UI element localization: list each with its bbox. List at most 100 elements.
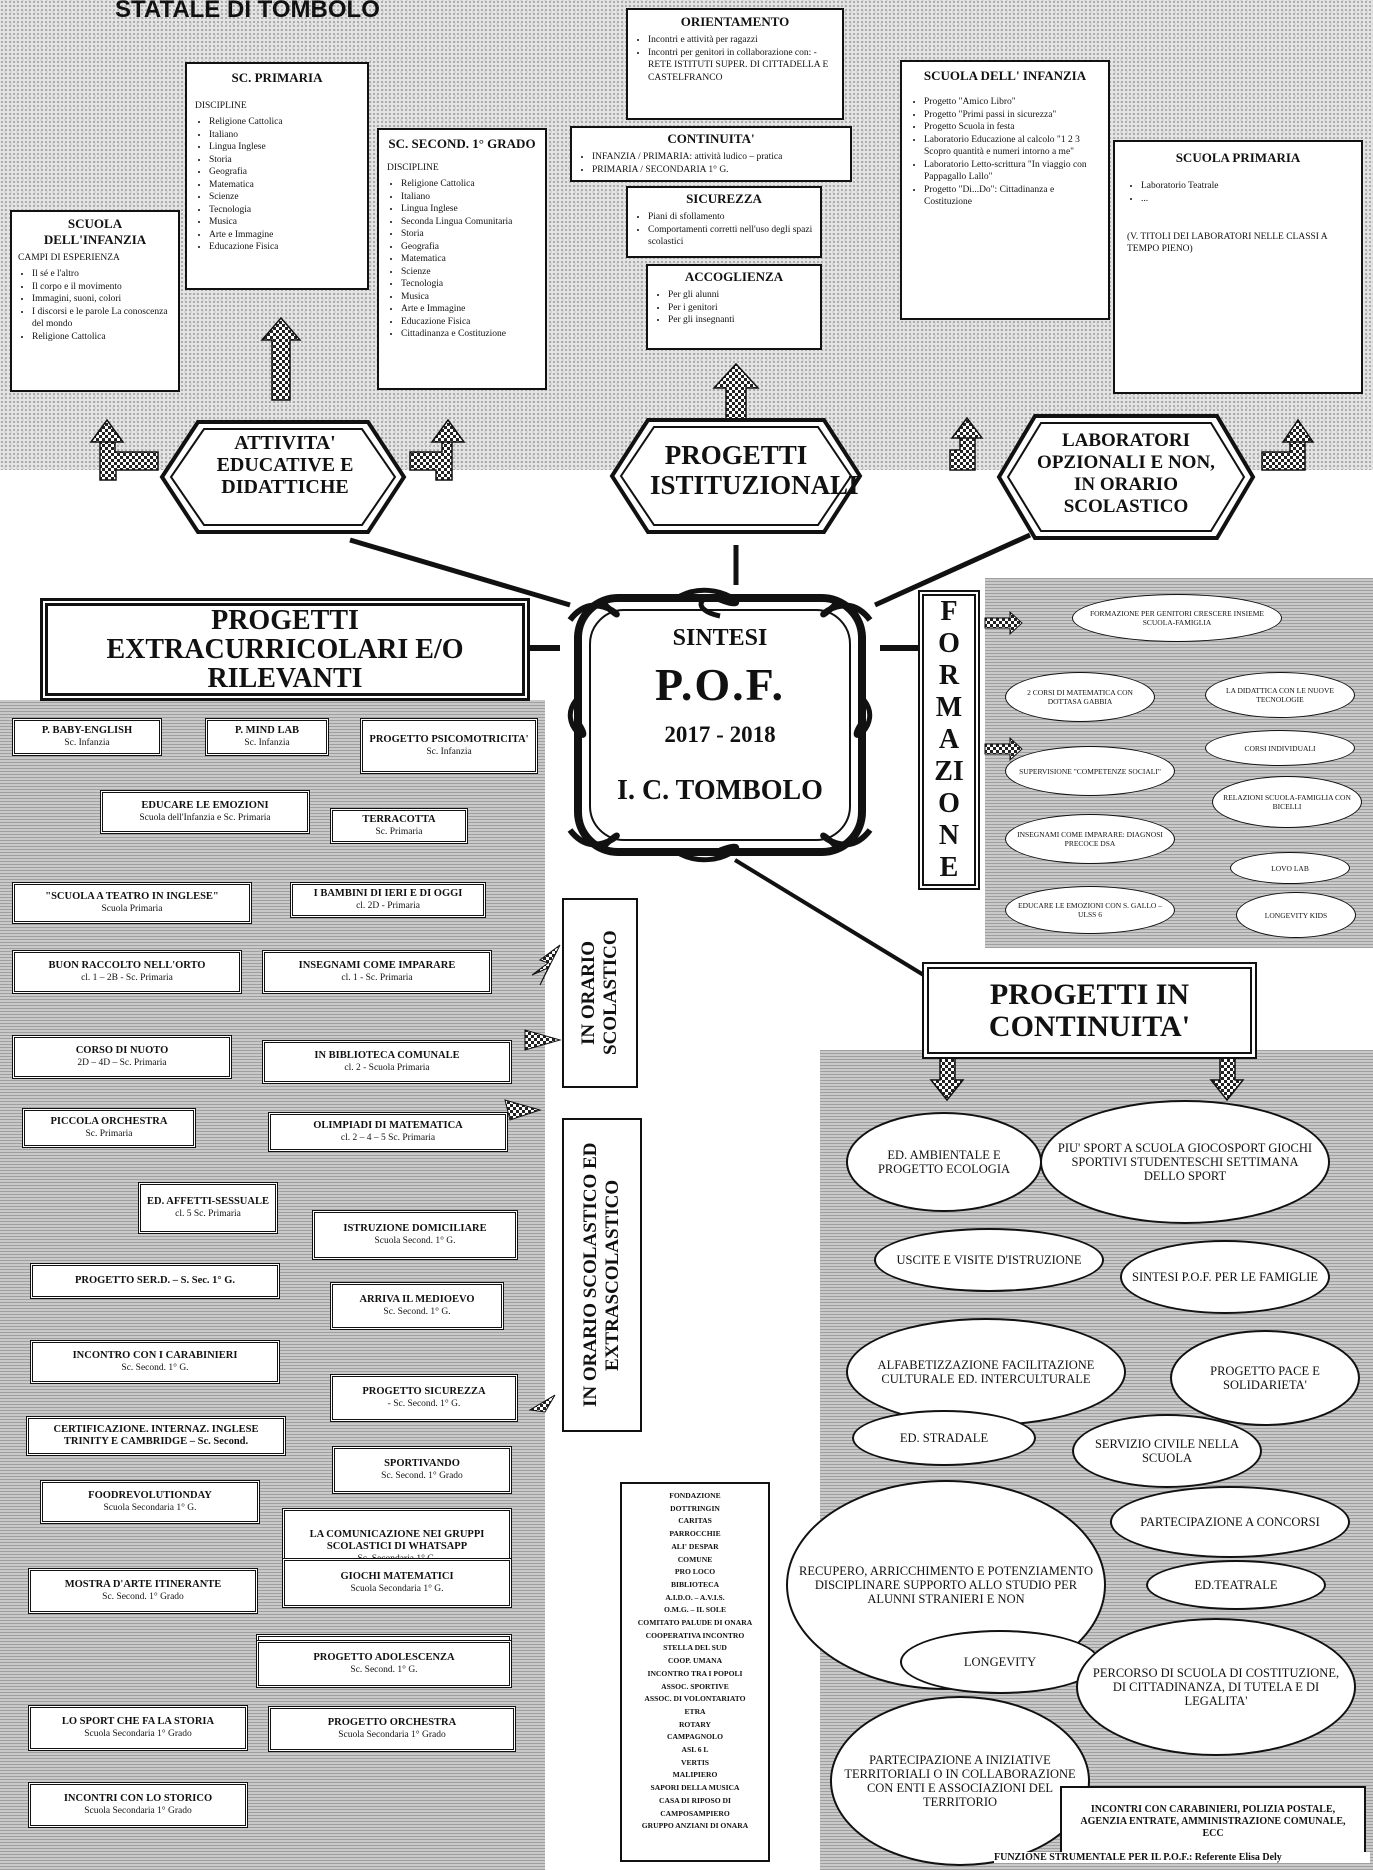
in-orario-label: IN ORARIO SCOLASTICO bbox=[578, 930, 621, 1056]
project-name: P. MIND LAB bbox=[234, 725, 300, 736]
formazione-label: FORMAZIONE bbox=[934, 596, 964, 883]
block-title: SCUOLA PRIMARIA bbox=[1175, 150, 1301, 165]
project-name: CORSO DI NUOTO bbox=[75, 1045, 169, 1056]
orientamento-box: ORIENTAMENTO Incontri e attività per rag… bbox=[626, 8, 844, 120]
list-item: Geografia bbox=[209, 166, 359, 179]
list-item: Religione Cattolica bbox=[209, 116, 359, 129]
project-school: Scuola Secondaria 1° Grado bbox=[84, 1806, 192, 1816]
formazione-item: EDUCARE LE EMOZIONI CON S. GALLO – ULSS … bbox=[1005, 886, 1175, 934]
list-item: Storia bbox=[209, 154, 359, 167]
project-school: cl. 1 – 2B - Sc. Primaria bbox=[81, 973, 173, 983]
center-sintesi: SINTESI bbox=[672, 625, 768, 651]
list-item: ... bbox=[1141, 193, 1349, 206]
list-item: Educazione Fisica bbox=[401, 316, 537, 329]
list-item: Italiano bbox=[401, 191, 537, 204]
project-school: cl. 5 Sc. Primaria bbox=[175, 1209, 241, 1219]
project-name: ARRIVA IL MEDIOEVO bbox=[359, 1294, 475, 1305]
project-school: cl. 2 – 4 – 5 Sc. Primaria bbox=[340, 1133, 436, 1143]
continuita-item: PARTECIPAZIONE A INIZIATIVE TERRITORIALI… bbox=[830, 1696, 1090, 1866]
ente-item: COMITATO PALUDE DI ONARA bbox=[637, 1618, 753, 1628]
list-item: Scienze bbox=[401, 266, 537, 279]
project-school: Sc. Second. 1° Grado bbox=[102, 1592, 184, 1602]
continuita-item: USCITE E VISITE D'ISTRUZIONE bbox=[874, 1228, 1104, 1292]
continuita-item: SINTESI P.O.F. PER LE FAMIGLIE bbox=[1120, 1240, 1330, 1314]
list-item: PRIMARIA / SECONDARIA 1° G. bbox=[592, 164, 844, 177]
list-item: Il corpo e il movimento bbox=[32, 281, 172, 294]
list-item: Italiano bbox=[209, 129, 359, 142]
project-name: INCONTRI CON LO STORICO bbox=[63, 1793, 213, 1804]
ente-item: COOPERATIVA INCONTRO bbox=[645, 1630, 745, 1640]
ente-item: ROTARY bbox=[678, 1719, 712, 1729]
project-name: PROGETTO SER.D. – S. Sec. 1° G. bbox=[74, 1275, 236, 1286]
hexagon-istituzionali-label: PROGETTI ISTITUZIONALI bbox=[650, 440, 859, 500]
project-name: PROGETTO PSICOMOTRICITA' bbox=[369, 734, 529, 745]
project-name: OLIMPIADI DI MATEMATICA bbox=[313, 1120, 463, 1131]
primaria-discipline-box: SC. PRIMARIA DISCIPLINE Religione Cattol… bbox=[185, 62, 369, 290]
list-item: Religione Cattolica bbox=[401, 178, 537, 191]
extracurricular-project: CERTIFICAZIONE. INTERNAZ. INGLESE TRINIT… bbox=[26, 1416, 286, 1456]
list-item: Per gli alunni bbox=[668, 289, 814, 302]
project-school: Scuola Secondaria 1° Grado bbox=[84, 1729, 192, 1739]
ente-item: SAPORI DELLA MUSICA bbox=[650, 1783, 740, 1793]
project-school: Sc. Primaria bbox=[375, 827, 423, 837]
project-name: BUON RACCOLTO NELL'ORTO bbox=[48, 960, 206, 971]
list-item: Religione Cattolica bbox=[32, 331, 172, 344]
ente-item: DOTTRINGIN bbox=[670, 1503, 720, 1513]
hexagon-istituzionali bbox=[609, 418, 863, 534]
project-school: Scuola Primaria bbox=[101, 904, 163, 914]
extracurricular-project: PROGETTO ADOLESCENZA Sc. Second. 1° G. bbox=[256, 1640, 512, 1688]
project-name: CERTIFICAZIONE. INTERNAZ. INGLESE TRINIT… bbox=[53, 1424, 259, 1447]
ente-item: BIBLIOTECA bbox=[670, 1579, 720, 1589]
project-name: EDUCARE LE EMOZIONI bbox=[141, 800, 269, 811]
ente-item: PRO LOCO bbox=[674, 1567, 716, 1577]
list-item: Seconda Lingua Comunitaria bbox=[401, 216, 537, 229]
extracurricular-project: PROGETTO SER.D. – S. Sec. 1° G. bbox=[30, 1263, 280, 1299]
project-school: Sc. Second. 1° G. bbox=[350, 1665, 418, 1675]
project-school: cl. 2D - Primaria bbox=[356, 901, 420, 911]
project-school: cl. 2 - Scuola Primaria bbox=[344, 1063, 430, 1073]
extracurricular-project: ED. AFFETTI-SESSUALE cl. 5 Sc. Primaria bbox=[138, 1182, 278, 1234]
in-orario-extra-label: IN ORARIO SCOLASTICO ED EXTRASCOLASTICO bbox=[580, 1142, 623, 1408]
project-name: PROGETTO ADOLESCENZA bbox=[313, 1652, 455, 1663]
project-name: ISTRUZIONE DOMICILIARE bbox=[343, 1223, 487, 1234]
ente-item: MALIPIERO bbox=[672, 1770, 718, 1780]
secondaria-discipline-box: SC. SECOND. 1° GRADO DISCIPLINE Religion… bbox=[377, 128, 547, 390]
continuita-item: PERCORSO DI SCUOLA DI COSTITUZIONE, DI C… bbox=[1076, 1618, 1356, 1756]
project-school: Scuola Secondaria 1° G. bbox=[350, 1584, 444, 1594]
list-item: Piani di sfollamento bbox=[648, 211, 814, 224]
list-item: Laboratorio Educazione al calcolo "1 2 3… bbox=[924, 134, 1100, 159]
formazione-item: LONGEVITY KIDS bbox=[1236, 892, 1356, 938]
list-item: Educazione Fisica bbox=[209, 241, 359, 254]
project-school: cl. 1 - Sc. Primaria bbox=[341, 973, 413, 983]
formazione-item: INSEGNAMI COME IMPARARE: DIAGNOSI PRECOC… bbox=[1005, 814, 1175, 864]
project-name: P. BABY-ENGLISH bbox=[41, 725, 133, 736]
hexagon-laboratori-label: LABORATORI OPZIONALI E NON, IN ORARIO SC… bbox=[1037, 430, 1215, 517]
hexagon-attivita bbox=[159, 420, 407, 534]
page-header-title: STATALE DI TOMBOLO bbox=[115, 0, 380, 23]
continuita-item: INCONTRI CON CARABINIERI, POLIZIA POSTAL… bbox=[1060, 1786, 1366, 1858]
continuita-title-box: PROGETTI IN CONTINUITA' bbox=[922, 962, 1257, 1059]
project-school: Sc. Primaria bbox=[85, 1129, 133, 1139]
project-name: ED. AFFETTI-SESSUALE bbox=[147, 1196, 269, 1207]
continuita-istituzionale-box: CONTINUITA' INFANZIA / PRIMARIA: attivit… bbox=[570, 126, 852, 182]
block-subtitle: CAMPI DI ESPERIENZA bbox=[18, 253, 120, 263]
formazione-item: LA DIDATTICA CON LE NUOVE TECNOLOGIE bbox=[1205, 672, 1355, 718]
project-school: Scuola Secondaria 1° G. bbox=[103, 1503, 197, 1513]
project-name: INSEGNAMI COME IMPARARE bbox=[298, 960, 456, 971]
block-title: SCUOLA DELL' INFANZIA bbox=[923, 68, 1087, 83]
list-item: Incontri e attività per ragazzi bbox=[648, 34, 836, 47]
block-title: SICUREZZA bbox=[686, 191, 762, 206]
list-item: Comportamenti corretti nell'uso degli sp… bbox=[648, 224, 814, 249]
block-subtitle: DISCIPLINE bbox=[195, 101, 247, 111]
block-title: SC. PRIMARIA bbox=[231, 70, 323, 85]
project-school: Sc. Second. 1° G. bbox=[383, 1307, 451, 1317]
infanzia-campi-box: SCUOLA DELL'INFANZIA CAMPI DI ESPERIENZA… bbox=[10, 210, 180, 392]
ente-item: STELLA DEL SUD bbox=[663, 1643, 727, 1653]
